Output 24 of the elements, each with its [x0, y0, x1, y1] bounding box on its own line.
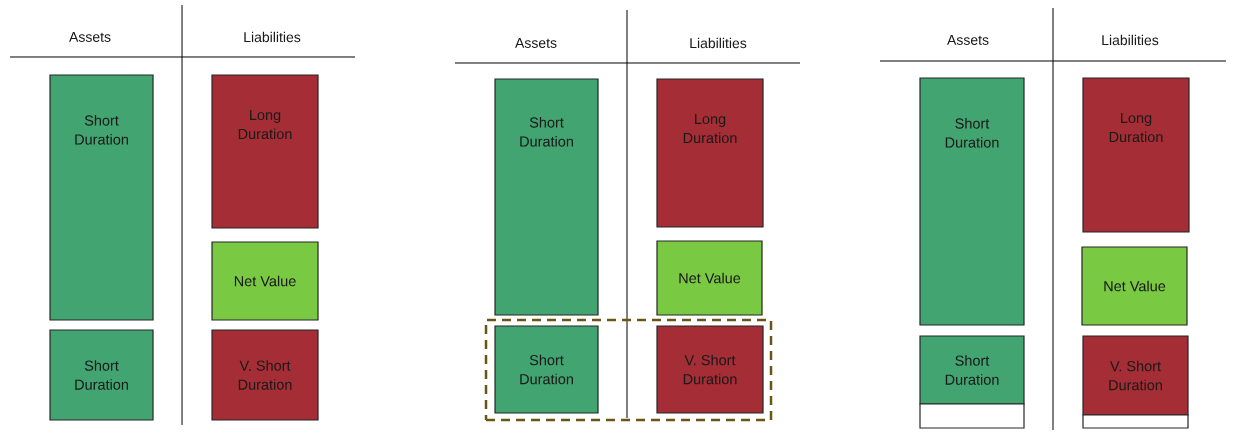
liability-block: V. Short Duration — [1082, 335, 1189, 416]
column-header: Liabilities — [244, 31, 301, 43]
column-header: Assets — [515, 38, 557, 48]
net-value-block: Net Value — [1081, 246, 1188, 326]
dashed-frame — [484, 318, 773, 422]
asset-block: Short Duration — [494, 78, 599, 316]
column-header: Liabilities — [1102, 34, 1159, 46]
liability-block: Long Duration — [1082, 77, 1190, 233]
liability-block: V. Short Duration — [656, 325, 764, 414]
liability-block: Long Duration — [656, 78, 764, 228]
asset-block: Short Duration — [49, 329, 154, 421]
net-value-block: Net Value — [211, 241, 319, 321]
column-header: Assets — [947, 35, 989, 45]
net-value-block: Net Value — [656, 240, 763, 316]
asset-block: Short Duration — [49, 74, 154, 321]
column-header: Liabilities — [690, 37, 747, 49]
liability-block: V. Short Duration — [211, 329, 319, 421]
asset-block: Short Duration — [919, 335, 1025, 405]
empty-block — [919, 403, 1025, 429]
liability-block: Long Duration — [211, 74, 319, 229]
empty-block — [1082, 414, 1189, 429]
asset-block: Short Duration — [919, 77, 1025, 326]
asset-block: Short Duration — [494, 325, 599, 414]
column-header: Assets — [69, 32, 111, 42]
